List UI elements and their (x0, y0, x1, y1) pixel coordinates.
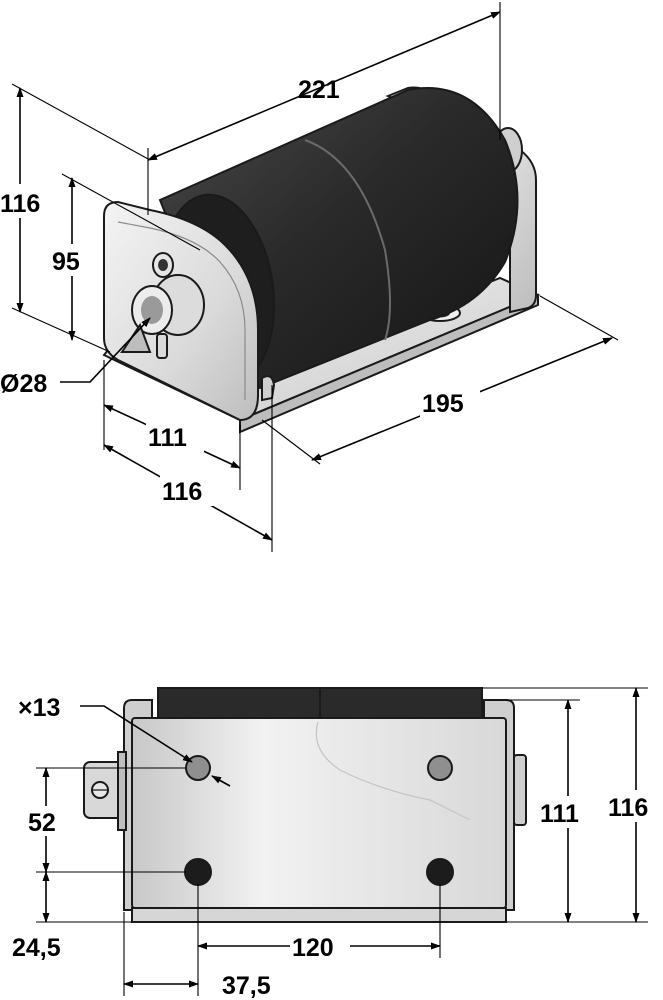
dim-111-side-label: 111 (540, 800, 579, 828)
hole-top-right (427, 755, 453, 781)
side-plate-reflection (315, 721, 471, 821)
dim-116-ext-bottom (11, 307, 111, 353)
side-shaft-right (513, 754, 527, 826)
dim-hole-diameter-leader (80, 705, 193, 763)
side-roller-right (319, 687, 483, 723)
dim-120-label: 120 (292, 934, 334, 962)
dim-52-bg (26, 806, 68, 836)
eye-bolt-hole (158, 259, 168, 271)
isometric-view: 221 116 95 Ø28 111 116 195 (0, 2, 619, 552)
dim-116-height-label: 116 (0, 190, 40, 218)
dim-221-line (147, 11, 501, 161)
side-view: ×13 52 24,5 120 37,5 111 116 (12, 687, 662, 1000)
dim-120-bg (290, 932, 350, 962)
dim-111-side-bg (538, 796, 598, 828)
side-shaft-collar (117, 751, 127, 831)
eye-bolt-ring (152, 252, 174, 278)
shaft-bore (141, 296, 163, 324)
dim-95-bg (50, 244, 92, 276)
dim-95-label: 95 (52, 248, 80, 276)
hole-bottom-right (426, 858, 454, 886)
dim-116-ext-top (11, 83, 151, 161)
dim-116-base-bg (160, 474, 218, 506)
dim-116-side-bg (606, 790, 662, 822)
dim-195-ext-left (261, 419, 321, 465)
locking-pin (156, 333, 168, 359)
dim-shaft-diameter-leader (60, 317, 151, 383)
dim-195-ext-right (539, 295, 619, 341)
dim-52-label: 52 (28, 809, 56, 837)
dim-116-height-bg (0, 184, 50, 218)
dim-37-5-label: 37,5 (222, 972, 271, 1000)
dim-195-label: 195 (422, 390, 464, 418)
side-roller-left (157, 687, 321, 723)
dim-116-base-label: 116 (162, 478, 202, 506)
dim-shaft-diameter-label: Ø28 (0, 370, 47, 398)
dim-hole-diameter-label: ×13 (18, 694, 60, 722)
dim-116-side-label: 116 (608, 794, 648, 822)
dim-111-label: 111 (148, 424, 187, 452)
side-base (131, 907, 507, 923)
dim-195-bg (420, 386, 480, 418)
dim-221-label: 221 (298, 76, 340, 104)
dim-hole-diameter-arrow2 (211, 775, 231, 787)
dim-24-5-label: 24,5 (12, 934, 61, 962)
dim-95-ext-top (61, 173, 201, 251)
hole-bottom-left (184, 858, 212, 886)
